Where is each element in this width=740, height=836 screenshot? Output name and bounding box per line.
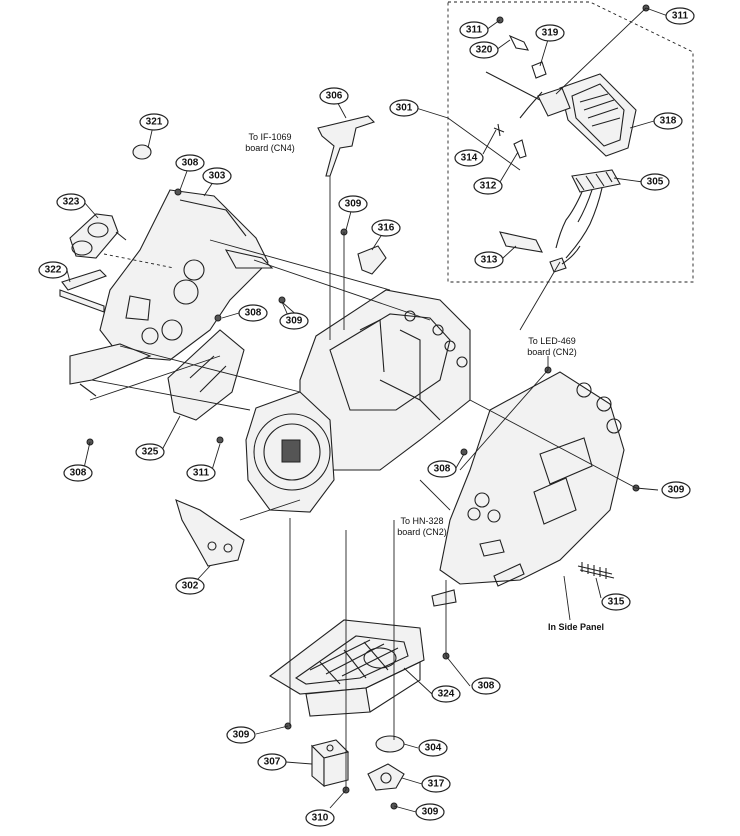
callout-308: 308 <box>63 464 93 482</box>
svg-text:318: 318 <box>660 116 677 127</box>
svg-text:305: 305 <box>647 177 664 188</box>
callout-307: 307 <box>257 753 287 771</box>
callout-323: 323 <box>56 193 86 211</box>
callout-308: 308 <box>175 154 205 172</box>
svg-text:321: 321 <box>146 117 163 128</box>
svg-text:325: 325 <box>142 447 159 458</box>
svg-text:315: 315 <box>608 597 625 608</box>
callout-304: 304 <box>418 739 448 757</box>
callout-312: 312 <box>473 177 503 195</box>
part-322-grip-strip <box>59 269 107 313</box>
svg-text:308: 308 <box>70 468 87 479</box>
svg-text:317: 317 <box>428 779 445 790</box>
part-304-disc <box>375 735 405 753</box>
part-303-left-cover <box>99 189 274 361</box>
part-317-plate <box>367 763 405 791</box>
svg-text:312: 312 <box>480 181 497 192</box>
part-316-bracket <box>357 245 387 275</box>
svg-text:320: 320 <box>476 45 493 56</box>
callout-311: 311 <box>459 21 489 39</box>
callout-316: 316 <box>371 219 401 237</box>
svg-text:309: 309 <box>345 199 362 210</box>
part-324-bottom-plate <box>269 619 425 717</box>
svg-text:309: 309 <box>286 316 303 327</box>
callout-309: 309 <box>226 726 256 744</box>
callout-308: 308 <box>238 304 268 322</box>
svg-text:314: 314 <box>461 153 478 164</box>
callout-301: 301 <box>389 99 419 117</box>
callout-302: 302 <box>175 577 205 595</box>
svg-text:309: 309 <box>233 730 250 741</box>
callout-324: 324 <box>431 685 461 703</box>
svg-text:308: 308 <box>245 308 262 319</box>
svg-text:301: 301 <box>396 103 413 114</box>
svg-text:311: 311 <box>466 25 483 36</box>
part-right-side-panel <box>431 371 625 607</box>
svg-text:308: 308 <box>434 464 451 475</box>
part-lens-mount <box>245 391 335 513</box>
callout-318: 318 <box>653 112 683 130</box>
part-315-spring <box>577 562 615 579</box>
svg-text:308: 308 <box>182 158 199 169</box>
callout-319: 319 <box>535 24 565 42</box>
note-if1069: To IF-1069 board (CN4) <box>245 132 295 153</box>
callout-311: 311 <box>665 7 695 25</box>
part-left-frame-plate <box>69 343 152 397</box>
svg-text:319: 319 <box>542 28 559 39</box>
callout-303: 303 <box>202 167 232 185</box>
callout-305: 305 <box>640 173 670 191</box>
part-323-bracket <box>69 213 127 259</box>
part-306-flex-cable <box>317 115 376 177</box>
callout-308: 308 <box>471 677 501 695</box>
callout-320: 320 <box>469 41 499 59</box>
svg-text:311: 311 <box>672 11 689 22</box>
part-305-connector <box>555 169 621 259</box>
callout-315: 315 <box>601 593 631 611</box>
svg-text:316: 316 <box>378 223 395 234</box>
note-in-side-panel: In Side Panel <box>548 622 605 632</box>
part-307-module <box>310 739 350 788</box>
svg-text:307: 307 <box>264 757 281 768</box>
svg-text:308: 308 <box>478 681 495 692</box>
svg-text:309: 309 <box>422 807 439 818</box>
callout-317: 317 <box>421 775 451 793</box>
callout-321: 321 <box>139 113 169 131</box>
svg-text:310: 310 <box>312 813 329 824</box>
svg-text:309: 309 <box>668 485 685 496</box>
part-302-lower-cover <box>175 499 245 567</box>
svg-text:324: 324 <box>438 689 455 700</box>
callout-309: 309 <box>338 195 368 213</box>
callout-325: 325 <box>135 443 165 461</box>
part-321-cap <box>132 144 152 160</box>
note-hn328: To HN-328 board (CN2) <box>397 516 447 537</box>
part-313-plate <box>499 231 581 273</box>
callout-309: 309 <box>415 803 445 821</box>
callout-310: 310 <box>305 809 335 827</box>
svg-text:311: 311 <box>193 468 210 479</box>
svg-text:302: 302 <box>182 581 199 592</box>
callout-309: 309 <box>279 312 309 330</box>
svg-text:303: 303 <box>209 171 226 182</box>
callout-313: 313 <box>474 251 504 269</box>
svg-text:313: 313 <box>481 255 498 266</box>
callout-311: 311 <box>186 464 216 482</box>
callout-309: 309 <box>661 481 691 499</box>
callout-314: 314 <box>454 149 484 167</box>
svg-text:323: 323 <box>63 197 80 208</box>
svg-text:322: 322 <box>45 265 62 276</box>
note-led469: To LED-469 board (CN2) <box>527 336 577 357</box>
callout-308: 308 <box>427 460 457 478</box>
callout-322: 322 <box>38 261 68 279</box>
svg-text:306: 306 <box>326 91 343 102</box>
callout-306: 306 <box>319 87 349 105</box>
part-318-lcd-panel <box>559 73 637 157</box>
part-hinge-assembly <box>485 34 571 159</box>
svg-text:304: 304 <box>425 743 442 754</box>
